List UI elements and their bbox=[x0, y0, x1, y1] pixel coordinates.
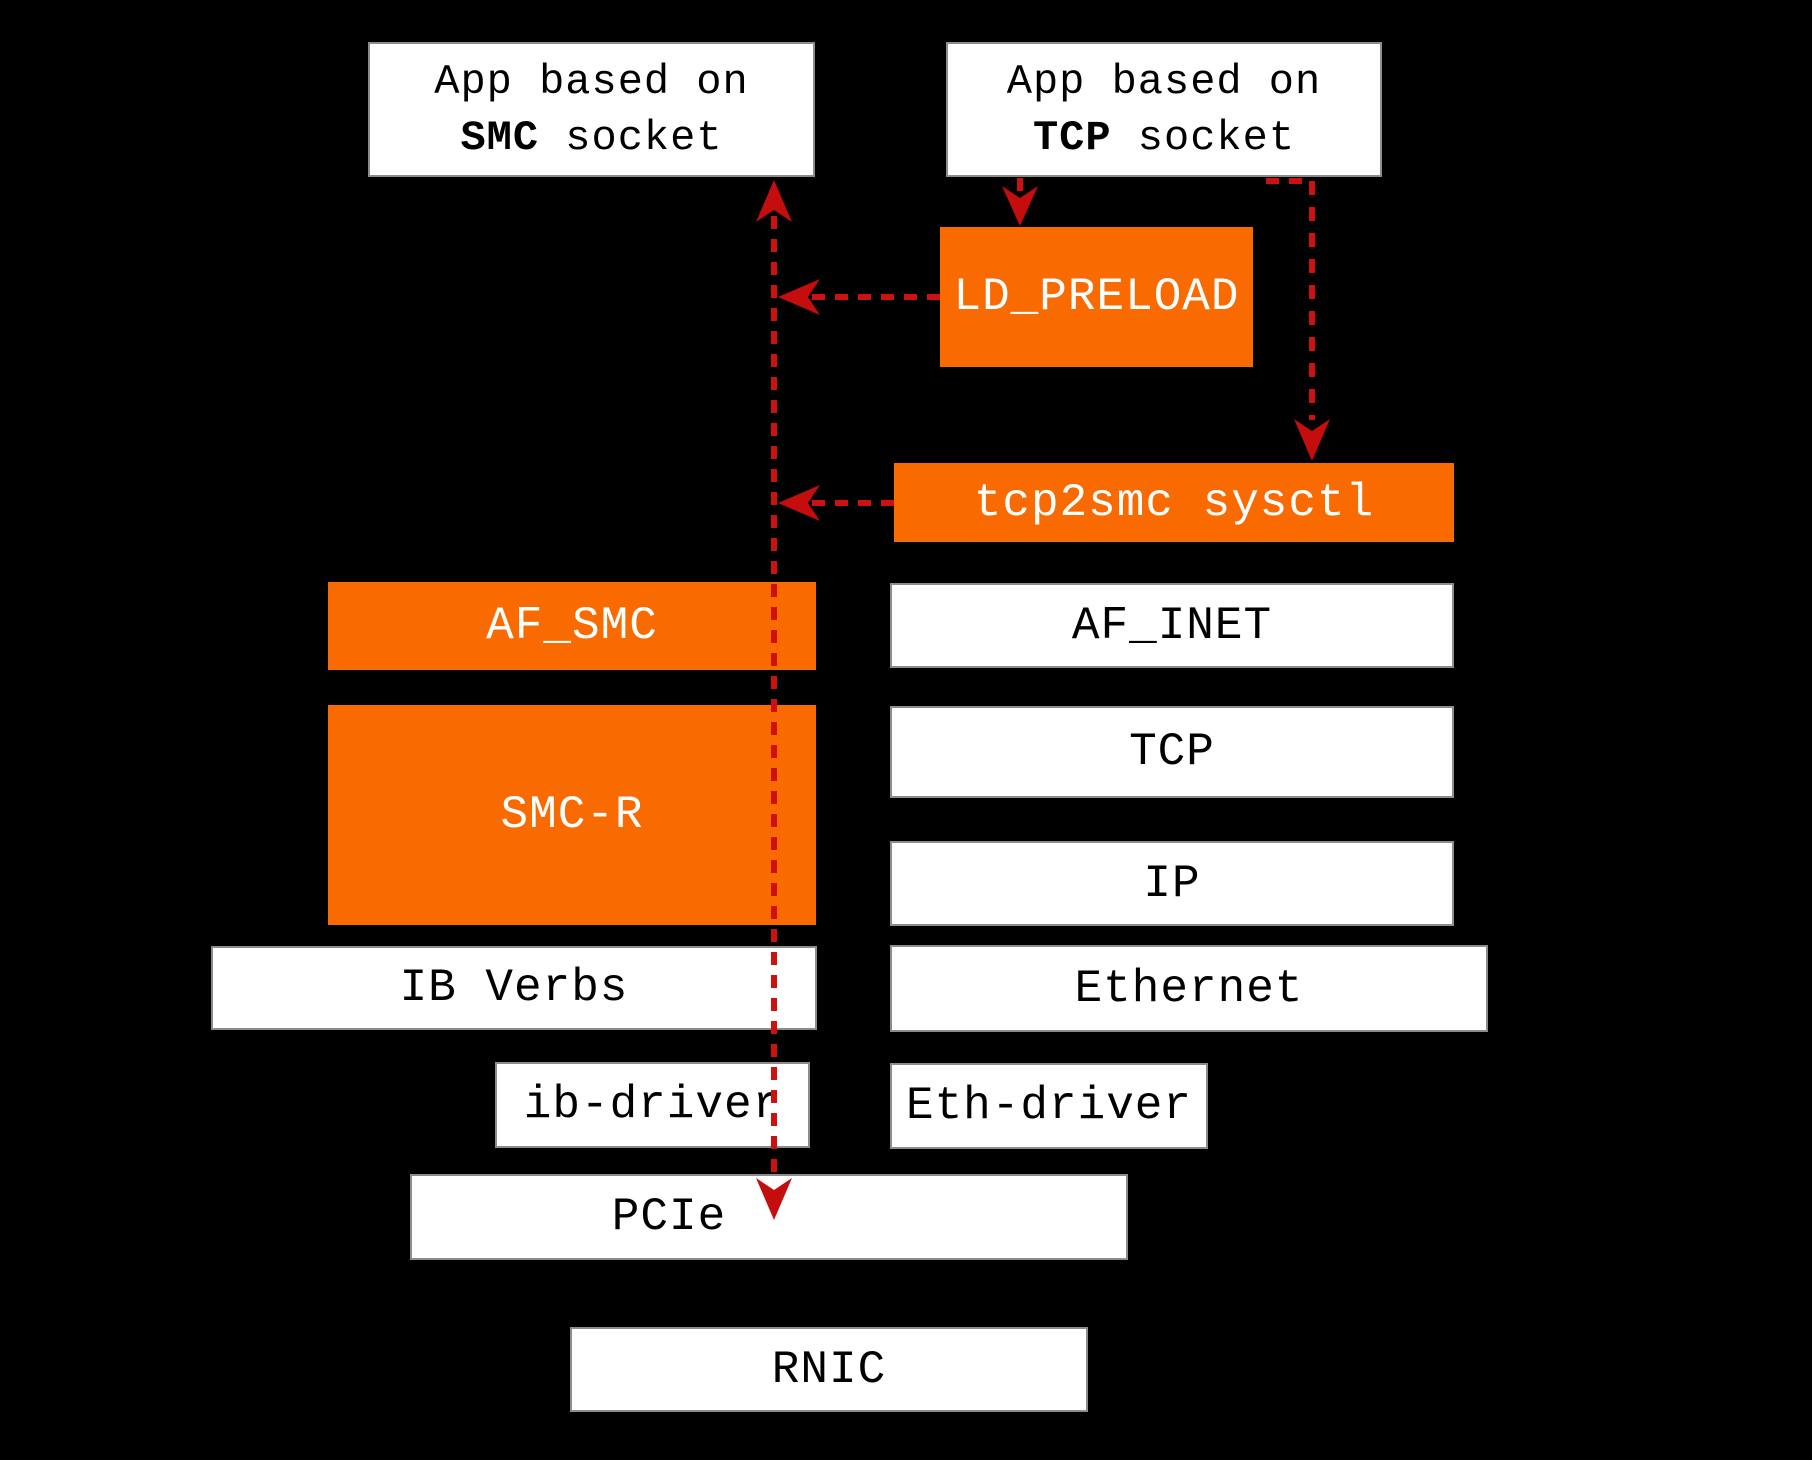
arrowhead-left-from-tcp2smc bbox=[778, 485, 820, 521]
node-ld-preload: LD_PRELOAD bbox=[940, 227, 1253, 367]
node-ib-verbs: IB Verbs bbox=[211, 946, 817, 1030]
arrowhead-down-to-ldpreload bbox=[1002, 186, 1038, 226]
arrowhead-left-from-ldpreload bbox=[778, 279, 820, 315]
node-label: Eth-driver bbox=[905, 1080, 1193, 1132]
node-label: LD_PRELOAD bbox=[953, 271, 1240, 323]
node-ethernet: Ethernet bbox=[890, 945, 1488, 1032]
node-smc-r: SMC-R bbox=[328, 705, 816, 925]
node-ib-driver: ib-driver bbox=[495, 1062, 810, 1148]
node-eth-driver: Eth-driver bbox=[890, 1063, 1208, 1149]
node-label: IP bbox=[1143, 857, 1201, 910]
node-af-inet: AF_INET bbox=[890, 583, 1454, 668]
node-label: SMC-R bbox=[500, 789, 644, 841]
node-label: ib-driver bbox=[523, 1079, 782, 1131]
node-af-smc: AF_SMC bbox=[328, 582, 816, 670]
node-label: TCP bbox=[1129, 726, 1215, 778]
node-label-line1: App based on bbox=[1006, 57, 1322, 106]
node-tcp: TCP bbox=[890, 706, 1454, 798]
node-label: AF_INET bbox=[1071, 599, 1273, 652]
arrowhead-up-to-app-smc bbox=[756, 180, 792, 222]
node-label-line2: TCP socket bbox=[1032, 113, 1296, 162]
node-app-tcp-socket: App based on TCP socket bbox=[946, 42, 1382, 177]
node-tcp2smc-sysctl: tcp2smc sysctl bbox=[894, 463, 1454, 542]
node-rnic: RNIC bbox=[570, 1327, 1088, 1412]
node-app-smc-socket: App based on SMC socket bbox=[368, 42, 815, 177]
node-label: IB Verbs bbox=[399, 962, 629, 1014]
node-label-line2: SMC socket bbox=[460, 113, 723, 162]
node-label: tcp2smc sysctl bbox=[973, 476, 1375, 529]
node-ip: IP bbox=[890, 841, 1454, 926]
node-label: Ethernet bbox=[1074, 962, 1304, 1015]
node-pcie: PCIe bbox=[410, 1174, 1128, 1260]
node-label-line1: App based on bbox=[434, 57, 749, 106]
node-label: RNIC bbox=[771, 1343, 887, 1396]
arrowhead-down-to-tcp2smc bbox=[1294, 419, 1330, 461]
node-label: PCIe bbox=[611, 1191, 727, 1243]
node-label: AF_SMC bbox=[486, 600, 658, 652]
